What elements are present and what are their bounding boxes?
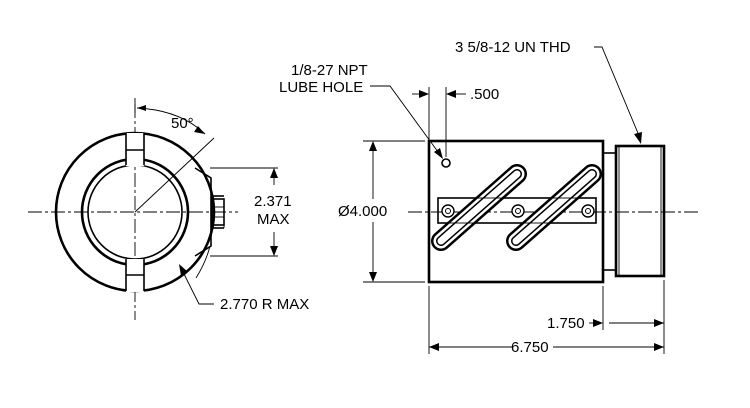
- dim-500-arrow-left: [419, 90, 429, 98]
- bolt-left: [441, 204, 455, 218]
- dim-2371-value: 2.371: [254, 193, 292, 210]
- radius-label: 2.770 R MAX: [220, 296, 309, 313]
- side-view: 3 5/8-12 UN THD 1/8-27 NPT LUBE HOLE .50…: [279, 39, 700, 356]
- dia-arrow-bottom: [369, 272, 377, 282]
- dim-6750-arrow-right: [654, 343, 664, 351]
- dim-500-arrow-right: [446, 90, 456, 98]
- dim-2371-arrow-bottom: [270, 246, 278, 256]
- clamp-lug-outline: [194, 167, 212, 257]
- thread-label: 3 5/8-12 UN THD: [455, 39, 571, 56]
- dim-6750-label: 6.750: [511, 339, 549, 356]
- lube-hole: [441, 158, 451, 168]
- lube-leader-line: [370, 85, 442, 157]
- angle-ray-line: [134, 137, 215, 213]
- clamp-plate-outline: [437, 197, 597, 224]
- dim-2371-arrow-top: [270, 168, 278, 178]
- dim-6750-arrow-left: [429, 343, 439, 351]
- diameter-label: Ø4.000: [338, 203, 387, 220]
- dim-500-label: .500: [470, 86, 499, 103]
- radius-leader-arrow: [179, 264, 188, 276]
- dim-1750-arrow-right: [654, 319, 664, 327]
- end-view: 50° 2.371 MAX 2.770 R MAX: [28, 98, 309, 320]
- radius-leader-line: [182, 271, 214, 305]
- dim-2371-max: MAX: [257, 211, 290, 228]
- angle-arrow-left: [137, 105, 146, 111]
- dim-1750-label: 1.750: [547, 315, 585, 332]
- diagonal-slot-right: [506, 164, 602, 251]
- lube-label-line1: 1/8-27 NPT: [291, 62, 368, 79]
- neck-rect: [602, 152, 617, 271]
- thread-leader-arrow: [634, 132, 642, 144]
- angle-arrow-right: [194, 126, 205, 134]
- thread-section-rect: [614, 144, 666, 278]
- lube-label-line2: LUBE HOLE: [279, 79, 363, 96]
- bolt-center: [511, 204, 525, 218]
- angle-label: 50°: [171, 115, 194, 132]
- thread-leader-line: [594, 46, 641, 139]
- lube-leader-arrow: [434, 148, 443, 159]
- diagonal-slot-left: [431, 164, 527, 251]
- radius-arc-indicator: [195, 245, 211, 279]
- dim-1750-arrow-left: [593, 319, 603, 327]
- dia-arrow-top: [369, 141, 377, 151]
- bolt-right: [581, 204, 595, 218]
